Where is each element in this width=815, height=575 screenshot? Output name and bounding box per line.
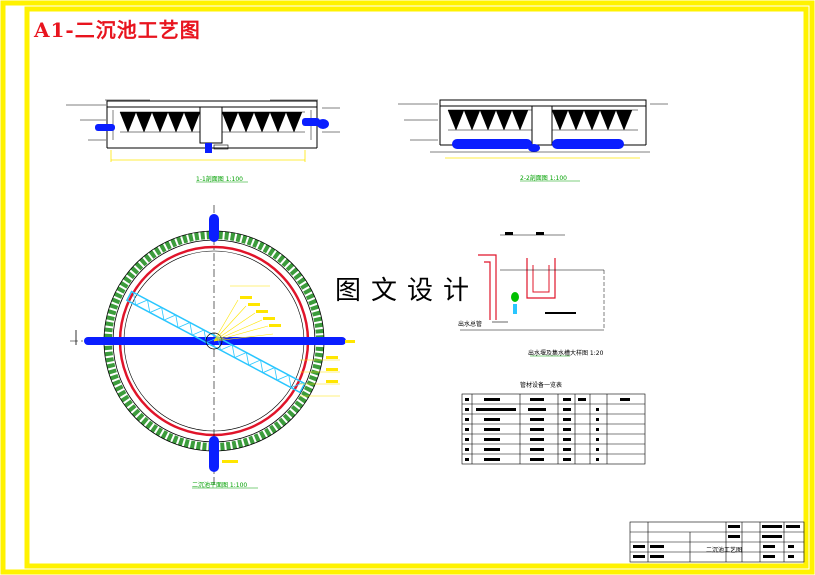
detail-note: 出水总管 <box>458 321 483 328</box>
detail-label: 出水堰及集水槽大样图 1:20 <box>528 350 604 357</box>
title-block <box>629 521 805 563</box>
plan-view-drawing <box>70 205 355 489</box>
section-1-1-label: 1-1剖面图 1:100 <box>196 176 243 183</box>
equipment-table <box>461 393 646 465</box>
watermark-text: 图文设计 <box>333 270 482 307</box>
title-block-drawing-name: 二沉池工艺图 <box>706 547 743 554</box>
inner-frame <box>24 6 809 569</box>
title-block-cells <box>633 525 800 558</box>
equipment-table-title: 管材设备一览表 <box>520 382 563 389</box>
plan-view-label: 二沉池平面图 1:100 <box>192 482 248 489</box>
equipment-table-cells <box>465 398 630 461</box>
page-title: A1-二沉池工艺图 <box>34 18 201 42</box>
section-2-2-drawing <box>398 99 668 182</box>
section-1-1-drawing <box>66 99 340 183</box>
weir-detail-drawing <box>460 232 605 357</box>
section-2-2-label: 2-2剖面图 1:100 <box>520 175 567 182</box>
